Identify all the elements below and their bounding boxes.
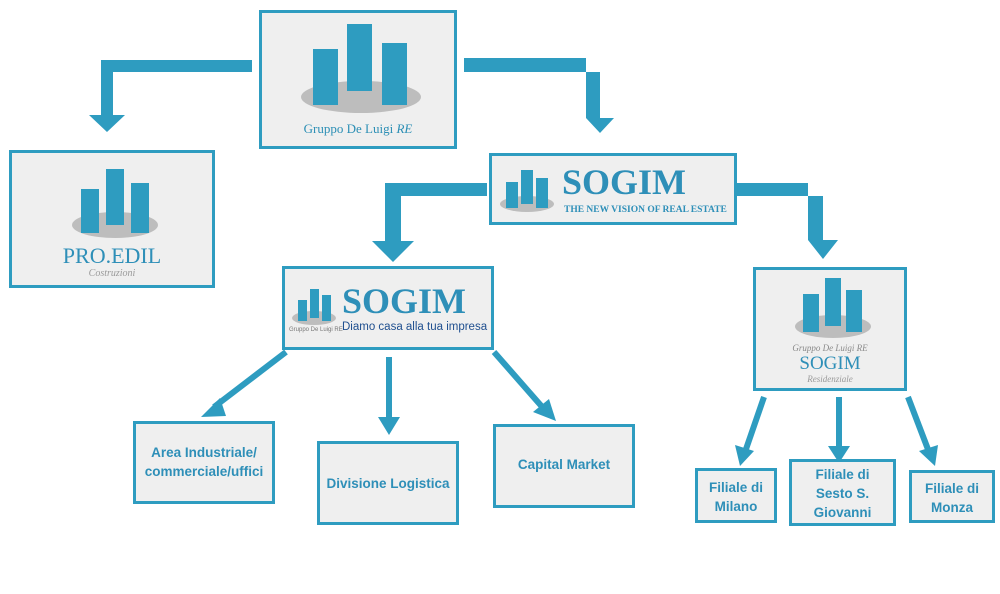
sogim-residenziale-caption: Gruppo De Luigi RE xyxy=(792,343,868,353)
arrowhead-milano xyxy=(735,445,754,466)
logo-bar-center xyxy=(521,170,533,204)
node-sogim-business: Gruppo De Luigi RE SOGIM Diamo casa alla… xyxy=(282,266,494,350)
arrowhead-capital xyxy=(533,399,556,421)
sogim-main-tagline: THE NEW VISION OF REAL ESTATE xyxy=(564,205,727,215)
node-gruppo-de-luigi: Gruppo De Luigi RE xyxy=(259,10,457,149)
branch-label: Filiale di Milano xyxy=(708,480,763,514)
sogim-main-logo xyxy=(498,164,556,214)
gruppo-logo xyxy=(297,19,425,119)
unit-label: Divisione Logistica xyxy=(326,476,450,491)
logo-bar-right xyxy=(846,290,862,332)
arrow-root-to-sogim xyxy=(464,58,614,133)
arrow-line-to-capital xyxy=(491,350,547,411)
logo-bar-center xyxy=(347,24,372,91)
sogim-main-name: SOGIM xyxy=(562,162,687,202)
unit-label: Capital Market xyxy=(517,457,611,472)
unit-capital-market: Capital Market xyxy=(493,424,635,508)
branch-label: Filiale di Sesto S. Giovanni xyxy=(813,467,872,520)
logo-bar-center xyxy=(310,289,319,318)
logo-bar-center xyxy=(825,278,841,326)
arrow-sogim-to-residential xyxy=(737,183,838,259)
logo-bar-left xyxy=(506,182,518,208)
sogim-business-small-caption: Gruppo De Luigi RE xyxy=(289,327,343,333)
proedil-subtitle: Costruzioni xyxy=(88,268,136,279)
node-sogim-residenziale: Gruppo De Luigi RE SOGIM Residenziale xyxy=(753,267,907,391)
logo-bar-right xyxy=(131,183,149,233)
arrow-line-to-milano xyxy=(742,396,767,453)
arrow-line-to-monza xyxy=(905,395,932,454)
sogim-business-tagline: Diamo casa alla tua impresa xyxy=(342,321,488,333)
unit-area-industriale: Area Industriale/ commerciale/uffici xyxy=(133,421,275,504)
sogim-residenziale-logo xyxy=(793,276,873,340)
logo-bar-left xyxy=(803,294,819,332)
logo-bar-left xyxy=(313,49,338,105)
unit-label: Area Industriale/ commerciale/uffici xyxy=(144,445,264,479)
sogim-residenziale-subtitle: Residenziale xyxy=(807,374,853,384)
proedil-name: PRO.EDIL xyxy=(62,243,162,268)
logo-bar-center xyxy=(106,169,124,225)
arrowhead-monza xyxy=(919,445,938,466)
arrowhead-area xyxy=(201,398,226,417)
arrow-sogim-to-business xyxy=(372,183,487,262)
sogim-business-logo xyxy=(291,283,337,327)
sogim-residenziale-name: SOGIM xyxy=(799,353,861,374)
arrow-line-to-area xyxy=(212,349,288,410)
node-proedil: PRO.EDIL Costruzioni xyxy=(9,150,215,288)
arrowhead-sesto xyxy=(828,446,850,463)
branch-monza: Filiale di Monza xyxy=(909,470,995,523)
logo-bar-left xyxy=(298,300,307,321)
branch-sesto-giovanni: Filiale di Sesto S. Giovanni xyxy=(789,459,896,526)
unit-divisione-logistica: Divisione Logistica xyxy=(317,441,459,525)
gruppo-name: Gruppo De Luigi RE xyxy=(303,121,413,136)
proedil-logo xyxy=(67,165,163,240)
logo-bar-left xyxy=(81,189,99,233)
logo-bar-right xyxy=(322,295,331,321)
logo-bar-right xyxy=(536,178,548,208)
node-sogim-main: SOGIM THE NEW VISION OF REAL ESTATE xyxy=(489,153,737,225)
arrow-root-to-proedil xyxy=(89,60,252,132)
logo-bar-right xyxy=(382,43,407,105)
branch-label: Filiale di Monza xyxy=(924,481,979,515)
arrowhead-logistica xyxy=(378,417,400,435)
branch-milano: Filiale di Milano xyxy=(695,468,777,523)
sogim-business-name: SOGIM xyxy=(342,281,467,321)
